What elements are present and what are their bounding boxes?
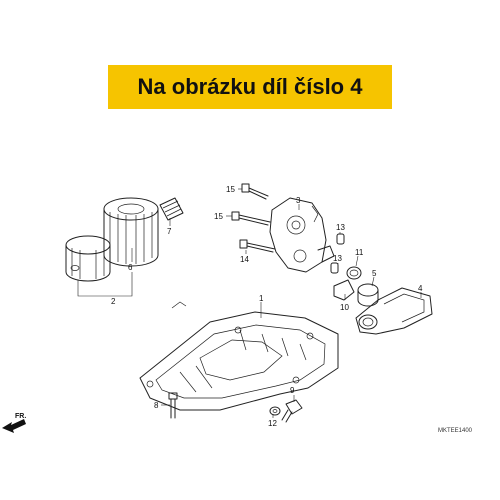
drain-bolt — [281, 399, 303, 423]
callout-12: 12 — [268, 419, 277, 428]
callout-15-lower: 15 — [214, 212, 223, 221]
callout-14: 14 — [240, 255, 249, 264]
sealing-washer — [269, 406, 281, 416]
callout-11: 11 — [355, 248, 364, 257]
bolt-long — [239, 239, 276, 253]
bolt-middle — [231, 211, 271, 226]
callout-4: 4 — [418, 284, 423, 293]
callout-3: 3 — [296, 196, 301, 205]
filter-cap — [65, 235, 111, 282]
gasket — [333, 279, 355, 301]
part-number-banner: Na obrázku díl číslo 4 — [108, 65, 392, 109]
callout-13-lower: 13 — [333, 254, 342, 263]
oil-pan — [139, 301, 339, 411]
o-ring — [346, 266, 362, 280]
callout-5: 5 — [372, 269, 377, 278]
leader-lines — [77, 188, 422, 418]
filter-stud — [159, 197, 184, 221]
dowel-pin-upper — [336, 233, 345, 245]
bolt-upper — [241, 183, 269, 200]
callout-1: 1 — [259, 294, 264, 303]
callout-9: 9 — [290, 386, 295, 395]
callout-7: 7 — [167, 227, 172, 236]
oil-strainer — [355, 287, 433, 335]
banner-text: Na obrázku díl číslo 4 — [137, 74, 363, 99]
callout-13-upper: 13 — [336, 223, 345, 232]
drawing-code: MKTEE1400 — [438, 428, 473, 434]
callout-10: 10 — [340, 303, 349, 312]
collar — [357, 283, 379, 307]
oil-filter — [103, 197, 159, 267]
callout-8: 8 — [154, 401, 159, 410]
front-direction-arrow: FR. — [2, 413, 26, 433]
flange-bolt — [168, 392, 178, 419]
oil-pump — [269, 197, 335, 273]
dowel-pin-lower — [330, 262, 339, 274]
callout-2: 2 — [111, 297, 116, 306]
direction-label: FR. — [15, 413, 26, 420]
callout-6: 6 — [128, 263, 133, 272]
callout-15-upper: 15 — [226, 185, 235, 194]
